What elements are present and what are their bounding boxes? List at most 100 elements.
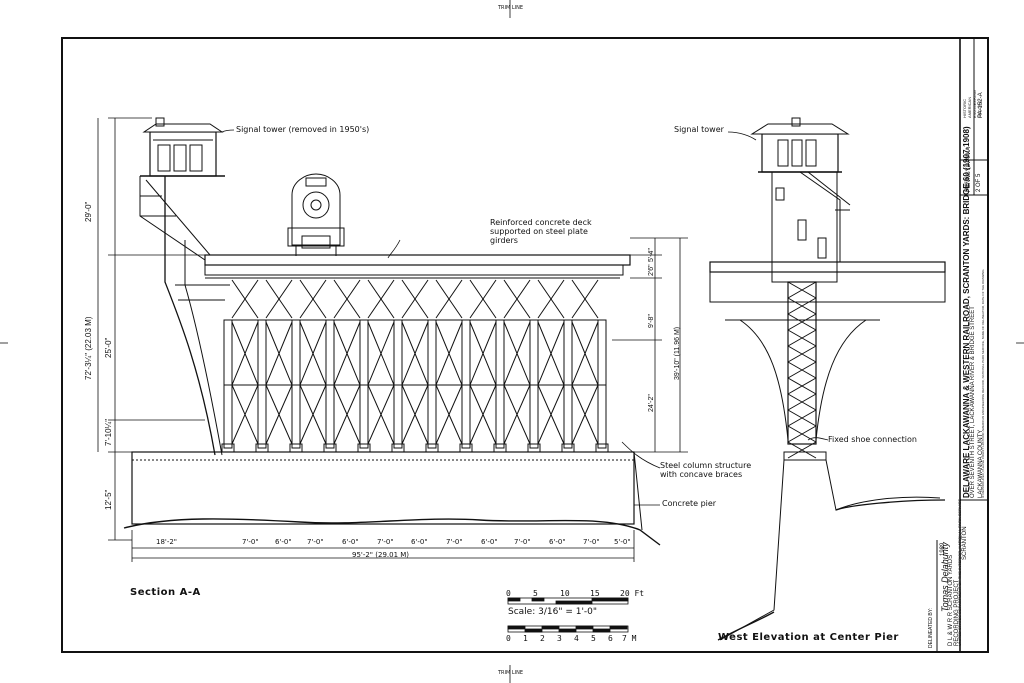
delineated-by: DELINEATED BY:: [928, 607, 934, 648]
scale-m-5: 5: [591, 634, 596, 643]
credit-small: UNITED STATES DEPARTMENT OF THE INTERIOR…: [957, 498, 962, 646]
dim-span-12: 5'-0": [614, 538, 631, 546]
label-concrete-pier: Concrete pier: [662, 499, 717, 508]
lower-brace: [231, 384, 259, 445]
dim-left-3: 7'-10¼": [104, 418, 113, 446]
signal-tower-cab: [149, 131, 217, 177]
lower-brace: [265, 321, 293, 386]
steel-column: [597, 319, 607, 449]
steel-column: [257, 319, 267, 449]
title-sheet-no: 2 OF 5: [976, 173, 982, 192]
lattice-brace: [787, 345, 817, 363]
title-record-no: PA-152-A: [978, 92, 984, 118]
dim-right-3: 39'-10" (11.96 M): [674, 326, 681, 380]
column-shoe: [255, 443, 269, 453]
lower-brace: [231, 321, 259, 386]
steel-column: [495, 319, 505, 449]
upper-brace: [333, 279, 361, 319]
steel-column: [427, 319, 437, 449]
dim-span-3: 7'-0": [307, 538, 324, 546]
column-shoe: [595, 443, 609, 453]
column-shoe: [357, 443, 371, 453]
dim-span-2: 6'-0": [275, 538, 292, 546]
scale-m-1: 1: [523, 634, 528, 643]
dim-left-4: 12'-5": [104, 489, 113, 510]
lower-brace: [469, 384, 497, 445]
steel-column: [223, 319, 233, 449]
title-reproduction: IF REPRODUCED, PLEASE CREDIT: HISTORIC A…: [981, 269, 985, 498]
scale-ft-1: 5: [533, 589, 538, 598]
upper-brace: [265, 279, 293, 319]
scale-m-6: 6: [608, 634, 613, 643]
dim-span-11: 7'-0": [583, 538, 600, 546]
column-shoe: [323, 443, 337, 453]
delineator-year: 1989: [940, 542, 946, 556]
scale-ft-0: 0: [506, 589, 511, 598]
dim-left-2: 25'-0": [104, 337, 113, 358]
label-deck: Reinforced concrete deck supported on st…: [490, 218, 592, 245]
west-elevation-drawing: [709, 117, 946, 641]
dim-span-1: 7'-0": [242, 538, 259, 546]
bottom-dimension-lines: [131, 530, 635, 562]
column-shoe: [459, 443, 473, 453]
sheet-border: [61, 37, 989, 653]
lower-brace: [401, 384, 429, 445]
label-steel-column: Steel column structure with concave brac…: [660, 461, 752, 479]
dim-span-7: 7'-0": [446, 538, 463, 546]
lower-brace: [367, 384, 395, 445]
lower-brace: [401, 321, 429, 386]
scale-m-4: 4: [574, 634, 579, 643]
lower-brace: [333, 321, 361, 386]
ground-profile: [123, 518, 661, 546]
lower-brace: [503, 321, 531, 386]
trim-line-bottom: TRIM LINE: [498, 670, 524, 676]
steel-column: [359, 319, 369, 449]
dim-span-6: 6'-0": [411, 538, 428, 546]
label-signal-tower-left: Signal tower (removed in 1950's): [236, 125, 370, 134]
upper-brace: [537, 279, 565, 319]
upper-brace: [231, 279, 259, 319]
dim-overall: 95'-2" (29.01 M): [352, 551, 410, 559]
scale-ft-2: 10: [560, 589, 570, 598]
elevation-concrete-pier: [783, 451, 827, 461]
steel-column: [563, 319, 573, 449]
steel-column: [393, 319, 403, 449]
column-shoe: [561, 443, 575, 453]
upper-brace: [435, 279, 463, 319]
lower-brace: [571, 321, 599, 386]
dim-span-5: 7'-0": [377, 538, 394, 546]
scale-m-2: 2: [540, 634, 545, 643]
dim-span-10: 6'-0": [549, 538, 566, 546]
lattice-brace: [787, 377, 817, 395]
lattice-brace: [787, 409, 817, 427]
scale-m-3: 3: [557, 634, 562, 643]
lattice-brace: [787, 313, 817, 331]
upper-brace: [571, 279, 599, 319]
scale-text: Scale: 3/16" = 1'-0": [508, 607, 598, 617]
upper-brace: [367, 279, 395, 319]
steel-column: [291, 319, 301, 449]
lattice-brace: [787, 393, 817, 411]
upper-brace: [469, 279, 497, 319]
label-signal-tower-right: Signal tower: [674, 125, 724, 134]
lattice-brace: [787, 425, 817, 443]
label-fixed-shoe: Fixed shoe connection: [828, 435, 917, 444]
column-shoe: [289, 443, 303, 453]
column-shoe: [425, 443, 439, 453]
scale-bars: [507, 597, 629, 633]
left-dimension-lines: [97, 117, 205, 541]
scale-ft-4: 20 Ft: [620, 589, 645, 598]
lower-brace: [469, 321, 497, 386]
column-shoe: [493, 443, 507, 453]
lattice-brace: [787, 297, 817, 315]
lower-brace: [265, 384, 293, 445]
dim-span-8: 6'-0": [481, 538, 498, 546]
upper-brace: [299, 279, 327, 319]
title-block-grid: [960, 38, 988, 501]
dim-span-0: 18'-2": [156, 538, 178, 546]
lower-brace: [435, 321, 463, 386]
concrete-pier-section: [131, 451, 635, 525]
steel-column: [529, 319, 539, 449]
